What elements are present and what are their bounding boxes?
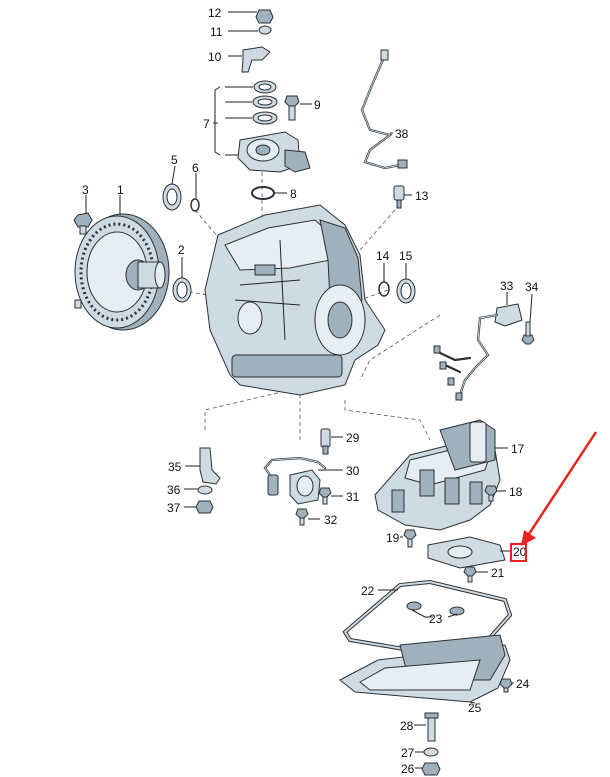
bolt-9 bbox=[284, 95, 300, 121]
callout-11: 11 bbox=[210, 25, 223, 39]
callout-15: 15 bbox=[399, 249, 413, 263]
sensor-cable-38 bbox=[360, 49, 408, 170]
callout-14: 14 bbox=[376, 249, 390, 263]
callout-22: 22 bbox=[361, 584, 375, 598]
callout-37: 37 bbox=[167, 501, 181, 515]
callout-38: 38 bbox=[395, 127, 409, 141]
callout-7: 7 bbox=[203, 117, 210, 131]
callout-28: 28 bbox=[400, 719, 414, 733]
callout-18: 18 bbox=[509, 485, 523, 499]
callout-36: 36 bbox=[167, 483, 181, 497]
callout-34: 34 bbox=[525, 280, 539, 294]
callout-31: 31 bbox=[346, 490, 360, 504]
red-arrow-shaft bbox=[525, 431, 598, 538]
callout-2: 2 bbox=[178, 243, 185, 257]
bolt-19 bbox=[403, 529, 417, 548]
bolt-18 bbox=[484, 485, 498, 502]
highlight-annotation bbox=[510, 431, 598, 562]
callout-13: 13 bbox=[415, 189, 429, 203]
callout-20: 20 bbox=[513, 545, 527, 559]
highlight-box-20 bbox=[510, 543, 527, 562]
bolt-3 bbox=[73, 212, 93, 309]
ring-14 bbox=[378, 281, 390, 297]
plug-26 bbox=[421, 762, 441, 776]
bolt-32 bbox=[295, 508, 309, 526]
nut-12 bbox=[255, 9, 274, 24]
bolt-21 bbox=[463, 566, 477, 583]
magnets-23 bbox=[406, 601, 465, 616]
callout-12: 12 bbox=[208, 6, 222, 20]
washer-36 bbox=[197, 485, 213, 495]
callout-26: 26 bbox=[401, 762, 415, 776]
pin-29 bbox=[320, 428, 331, 455]
callout-33: 33 bbox=[500, 279, 514, 293]
sensor-harness-33 bbox=[433, 303, 523, 401]
oil-pan-25 bbox=[339, 634, 511, 703]
ring-6 bbox=[190, 198, 200, 212]
gasket-22 bbox=[342, 579, 513, 663]
bolt-34 bbox=[521, 321, 535, 345]
bolt-24 bbox=[499, 678, 513, 693]
selector-switch bbox=[237, 131, 311, 173]
seal-27 bbox=[423, 747, 439, 757]
callout-23: 23 bbox=[429, 612, 443, 626]
callout-3: 3 bbox=[82, 183, 89, 197]
callout-5: 5 bbox=[171, 153, 178, 167]
callout-1: 1 bbox=[117, 183, 124, 197]
callout-27: 27 bbox=[401, 746, 415, 760]
speed-sensor-13 bbox=[393, 185, 405, 209]
callout-9: 9 bbox=[314, 98, 321, 112]
leader-lines bbox=[85, 11, 533, 769]
plug-28 bbox=[424, 712, 439, 742]
callout-35: 35 bbox=[168, 460, 182, 474]
callout-10: 10 bbox=[208, 50, 222, 64]
transmission-housing bbox=[204, 204, 386, 396]
callout-6: 6 bbox=[192, 161, 199, 175]
callout-29: 29 bbox=[346, 431, 360, 445]
bracket-35 bbox=[199, 447, 221, 485]
filter-20 bbox=[427, 536, 506, 569]
callout-labels: 12 11 10 7 9 8 38 13 3 1 5 6 2 14 15 33 … bbox=[82, 6, 539, 776]
torque-converter bbox=[74, 213, 170, 331]
o-ring-8 bbox=[251, 186, 275, 200]
callout-25: 25 bbox=[468, 701, 482, 715]
callout-17: 17 bbox=[511, 442, 525, 456]
callout-8: 8 bbox=[290, 187, 297, 201]
callout-21: 21 bbox=[491, 566, 505, 580]
bolt-31 bbox=[318, 487, 332, 505]
valve-body-17 bbox=[374, 419, 501, 531]
sensor-30 bbox=[263, 456, 327, 505]
callout-19: 19 bbox=[386, 531, 400, 545]
bracket-10 bbox=[241, 46, 271, 73]
callout-24: 24 bbox=[516, 677, 530, 691]
washer-11 bbox=[258, 25, 272, 35]
callout-30: 30 bbox=[346, 464, 360, 478]
callout-32: 32 bbox=[324, 513, 338, 527]
red-arrow-head bbox=[521, 530, 536, 546]
nut-37 bbox=[195, 500, 214, 514]
